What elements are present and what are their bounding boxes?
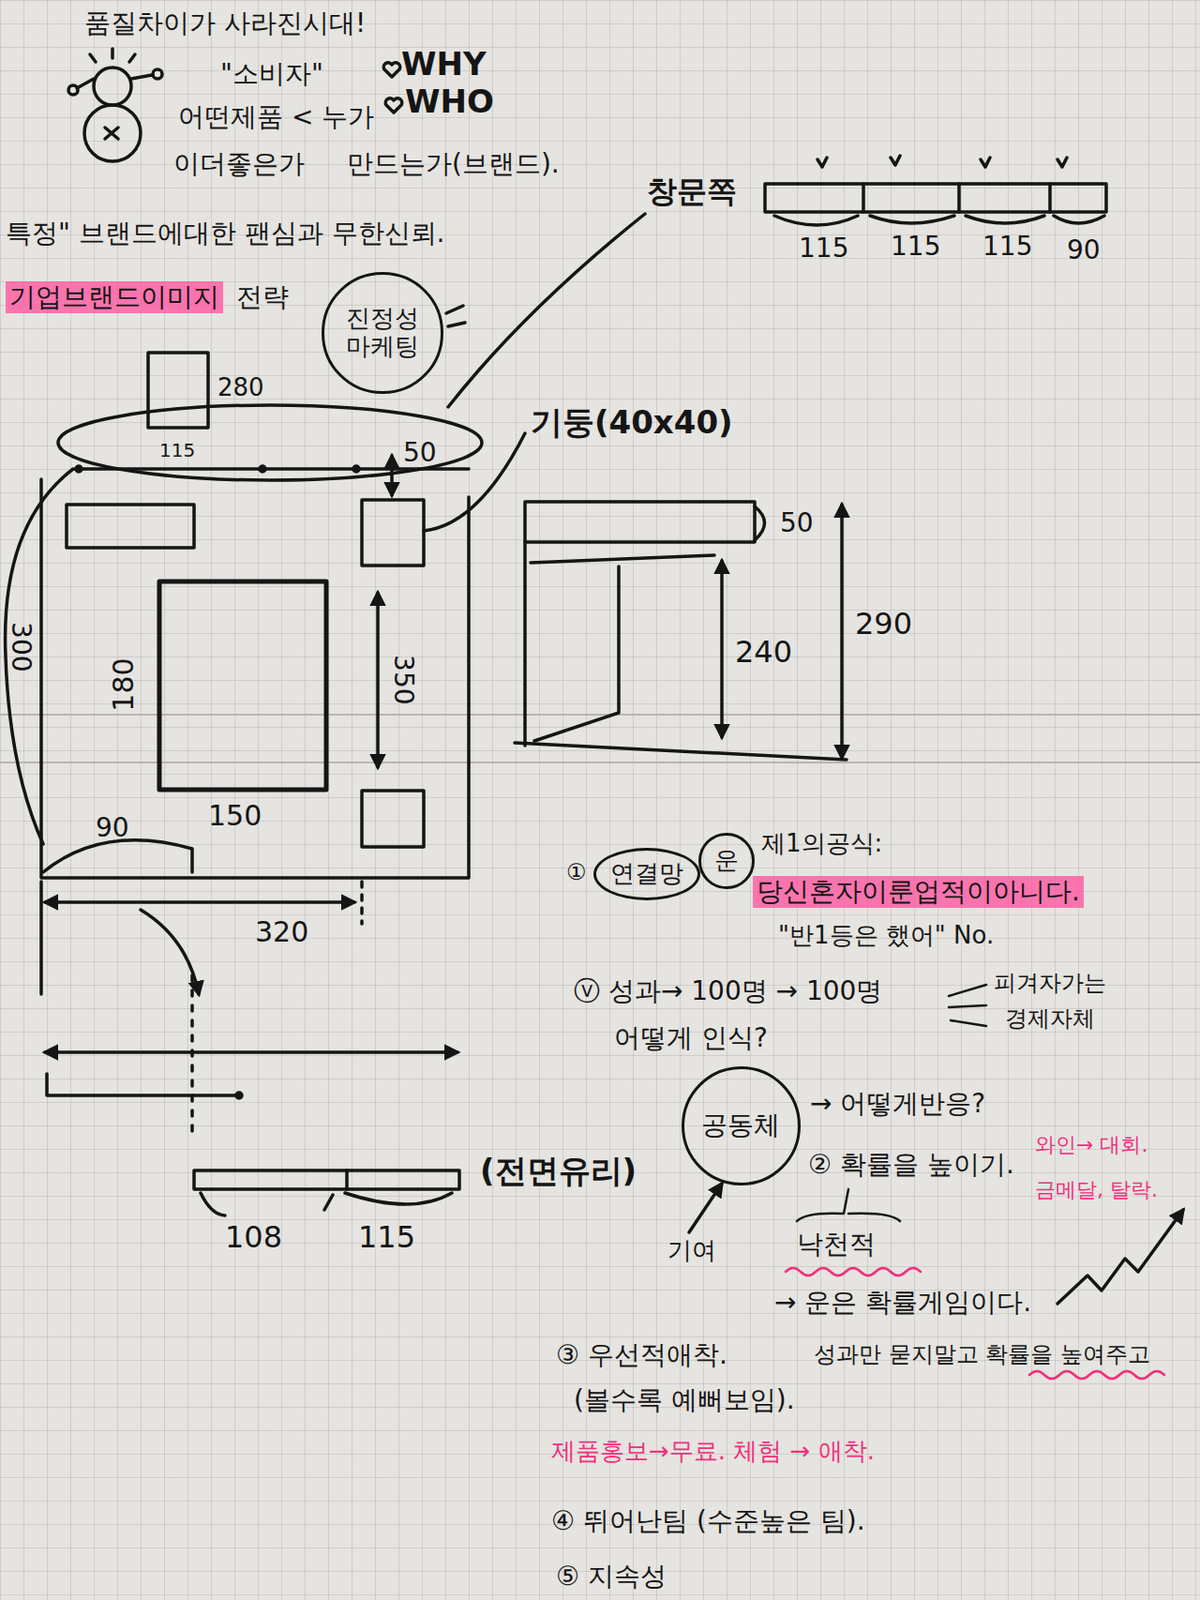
note-text: 경제자체 (1005, 1005, 1095, 1033)
pink-underline (785, 1267, 921, 1275)
note-text: ① (566, 858, 587, 886)
circle-text: 연결망 (610, 859, 684, 888)
note-text: 와인→ 대회. (1035, 1132, 1148, 1157)
note-text: 90 (95, 811, 130, 844)
front-glass-bar (194, 1170, 460, 1215)
note-text: "반1등은 했어" No. (778, 920, 994, 950)
note-text: (볼수록 예뻐보임). (573, 1383, 795, 1416)
note-text: 품질차이가 사라진시대! (84, 7, 366, 40)
note-text: 제1의공식: (761, 828, 883, 858)
window-bar (765, 155, 1107, 225)
leader-line (448, 213, 645, 407)
note-text: 당신혼자이룬업적이아니다. (752, 875, 1084, 908)
note-text: 115 (890, 230, 941, 263)
note-text: 제품홍보→무료. 체험 → 애착. (551, 1436, 875, 1466)
snowman-doodle (68, 48, 163, 162)
note-text: → 운은 확률게임이다. (774, 1286, 1032, 1319)
note-text: 90 (1066, 234, 1101, 267)
note-text: 150 (208, 798, 262, 833)
heart-mark (383, 62, 400, 77)
note-text: 50 (403, 436, 437, 469)
note-text: 기업브랜드이미지 (5, 281, 224, 314)
note-text: 280 (217, 373, 265, 403)
note-text: 115 (798, 232, 849, 265)
note-text: (전면유리) (480, 1151, 637, 1190)
note-text: 전략 (236, 281, 289, 314)
circled-note: 공동체 (681, 1065, 801, 1185)
heart-mark (385, 98, 402, 113)
circled-note: 진정성 마케팅 (321, 271, 443, 393)
note-text: 240 (735, 633, 793, 670)
note-text: WHY (401, 45, 487, 84)
circle-text: 진정성 마케팅 (342, 304, 423, 361)
note-text: ⓥ 성과→ 100명 → 100명 (573, 975, 883, 1007)
note-text: 115 (358, 1218, 416, 1255)
note-text: 108 (225, 1218, 283, 1255)
note-text: WHO (405, 82, 495, 121)
fold-line (0, 713, 1200, 716)
note-text: 320 (255, 915, 309, 949)
note-text: 특정" 브랜드에대한 팬심과 무한신뢰. (5, 217, 445, 250)
note-text: 115 (159, 438, 195, 462)
note-text: ⑤ 지속성 (555, 1560, 667, 1592)
note-text: 기여 (667, 1235, 717, 1265)
note-text: 50 (780, 507, 814, 540)
note-text: 180 (106, 657, 141, 711)
note-text: ② 확률을 높이기. (808, 1148, 1015, 1181)
bracket (796, 1188, 900, 1221)
emphasis-mark (948, 984, 987, 1026)
note-text: 어떻게 인식? (614, 1021, 768, 1054)
note-text: ④ 뛰어난팀 (수준높은 팀). (551, 1504, 866, 1537)
circle-text: 운 (714, 846, 739, 875)
note-text: 300 (4, 621, 37, 672)
emphasis-mark (446, 305, 465, 327)
circled-note: 운 (698, 832, 754, 888)
side-elevation (514, 501, 847, 760)
zigzag-arrow (1057, 1209, 1184, 1304)
note-text: 이더좋은가 (173, 148, 305, 180)
note-text: 성과만 묻지말고 확률을 높여주고 (813, 1340, 1151, 1368)
note-text: ③ 우선적애착. (555, 1338, 728, 1371)
note-text: 피겨자가는 (993, 969, 1107, 997)
note-text: 350 (387, 654, 420, 705)
note-text: 금메달, 탈락. (1035, 1177, 1158, 1202)
note-text: 창문쪽 (646, 173, 737, 210)
circle-text: 공동체 (701, 1110, 780, 1140)
fold-line (0, 761, 1200, 764)
circled-note: 연결망 (593, 847, 701, 900)
note-text: 기둥(40x40) (530, 403, 734, 442)
note-text: 만드는가(브랜드). (346, 148, 560, 180)
note-text: 115 (982, 230, 1033, 263)
arrow-line (689, 1183, 722, 1232)
floor-plan (5, 213, 645, 1140)
note-text: → 어떻게반응? (810, 1087, 986, 1120)
leader-line (423, 433, 525, 531)
note-text: "소비자" (220, 58, 324, 90)
note-text: 어떤제품 < 누가 (178, 101, 375, 134)
note-text: 낙천적 (796, 1228, 876, 1260)
pink-underline (1029, 1370, 1165, 1379)
note-text: 290 (855, 605, 913, 642)
